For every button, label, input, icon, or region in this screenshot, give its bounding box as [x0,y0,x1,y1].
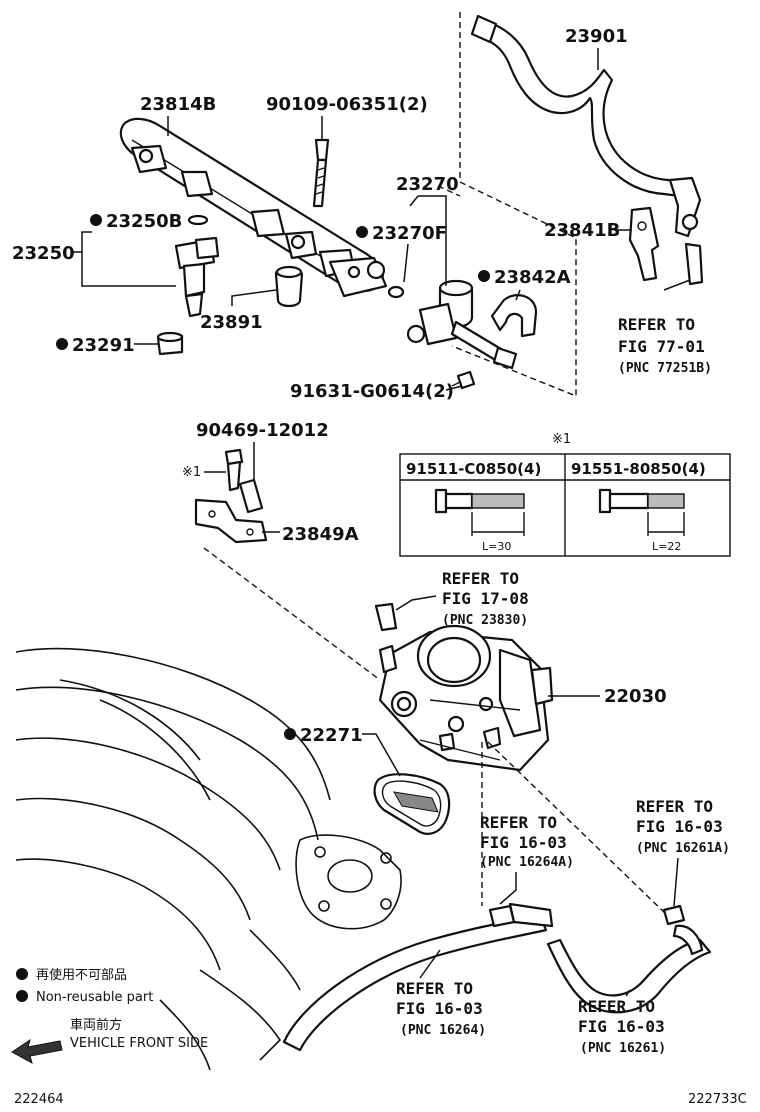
ref-fig-16-03-16264[interactable]: REFER TO FIG 16-03 (PNC 16264) [396,979,486,1038]
label-91631: 91631-G0614(2) [290,381,454,402]
o-ring-23250b[interactable] [187,214,209,226]
code-right: 222733C [688,1092,747,1107]
label-22030: 22030 [604,686,667,707]
svg-text:(PNC 16264): (PNC 16264) [400,1023,486,1038]
svg-text:FIG 16-03: FIG 16-03 [636,817,723,836]
water-hose-16264[interactable] [282,902,554,1052]
svg-text:REFER TO: REFER TO [396,979,473,998]
svg-text:再使用不可部品: 再使用不可部品 [36,967,127,983]
label-23841b: 23841B [544,220,620,241]
ref-fig-16-03-16261[interactable]: REFER TO FIG 16-03 (PNC 16261) [578,997,666,1056]
label-90109: 90109-06351(2) [266,94,428,115]
svg-text:L=22: L=22 [652,540,681,553]
code-left: 222464 [14,1092,64,1107]
ref-fig-77-01[interactable]: REFER TO FIG 77-01 (PNC 77251B) [618,315,712,376]
injector-23250[interactable] [174,236,220,318]
label-23849a: 23849A [282,524,359,545]
ref-fig-17-08[interactable]: REFER TO FIG 17-08 (PNC 23830) [442,569,529,628]
clip-23842a[interactable] [490,294,538,338]
svg-text:REFER TO: REFER TO [618,315,695,334]
svg-text:VEHICLE FRONT SIDE: VEHICLE FRONT SIDE [70,1036,208,1051]
insulator-23891[interactable] [274,265,304,308]
bolt-91551: 91551-80850(4) [571,460,706,478]
label-23814b: 23814B [140,94,216,115]
regulator-23270[interactable] [406,279,518,370]
svg-text:FIG 16-03: FIG 16-03 [578,1017,665,1036]
svg-text:(PNC 77251B): (PNC 77251B) [618,361,712,376]
label-90469: 90469-12012 [196,420,329,441]
svg-text:(PNC 23830): (PNC 23830) [442,613,528,628]
bolt-90469[interactable] [224,448,244,492]
gasket-22271[interactable] [373,773,451,835]
svg-text:REFER TO: REFER TO [480,813,557,832]
svg-text:(PNC 16261): (PNC 16261) [580,1041,666,1056]
legend: 再使用不可部品 Non-reusable part 車両前方 VEHICLE F… [11,967,208,1065]
svg-text:車両前方: 車両前方 [70,1017,122,1033]
ref-fig-16-03-16261a[interactable]: REFER TO FIG 16-03 (PNC 16261A) [636,797,730,856]
water-hose-16261[interactable] [546,904,712,1014]
front-arrow-icon [11,1038,63,1065]
intake-manifold [15,647,402,1071]
fuel-hose-23901[interactable] [470,14,702,238]
bracket-23849a[interactable] [194,498,268,544]
svg-text:FIG 77-01: FIG 77-01 [618,337,705,356]
bracket-23841b[interactable] [628,206,660,282]
svg-text:REFER TO: REFER TO [442,569,519,588]
bolt-91631[interactable] [451,370,476,390]
label-23891: 23891 [200,312,263,333]
svg-text:FIG 16-03: FIG 16-03 [396,999,483,1018]
throttle-body-22030[interactable] [374,602,554,772]
svg-text:(PNC 16264A): (PNC 16264A) [480,855,574,870]
bolt-91511: 91511-C0850(4) [406,460,541,478]
svg-text:(PNC 16261A): (PNC 16261A) [636,841,730,856]
svg-text:REFER TO: REFER TO [578,997,655,1016]
label-23250b: 23250B [106,211,182,232]
o-ring-23270f[interactable] [387,285,405,299]
bolt-table: ※1 91511-C0850(4) 91551-80850(4) L=30 L=… [399,432,731,557]
seal-23291[interactable] [156,331,184,356]
label-23270f: 23270F [372,223,447,244]
svg-text:FIG 17-08: FIG 17-08 [442,589,529,608]
label-23842a: 23842A [494,267,571,288]
svg-text:L=30: L=30 [482,540,511,553]
hose-end-77 [684,242,704,286]
bolt-90109[interactable] [312,138,330,208]
label-23250: 23250 [12,243,75,264]
svg-text:REFER TO: REFER TO [636,797,713,816]
svg-text:Non-reusable part: Non-reusable part [36,990,153,1005]
ref-fig-16-03-16264a[interactable]: REFER TO FIG 16-03 (PNC 16264A) [480,813,574,870]
svg-text:※1: ※1 [182,465,201,480]
label-23901: 23901 [565,26,628,47]
svg-text:FIG 16-03: FIG 16-03 [480,833,567,852]
fuel-rail-23814b[interactable] [119,117,388,298]
label-23270: 23270 [396,174,459,195]
svg-text:※1: ※1 [552,432,571,447]
clamp-90469[interactable] [238,478,264,514]
label-22271: 22271 [300,725,363,746]
label-23291: 23291 [72,335,135,356]
